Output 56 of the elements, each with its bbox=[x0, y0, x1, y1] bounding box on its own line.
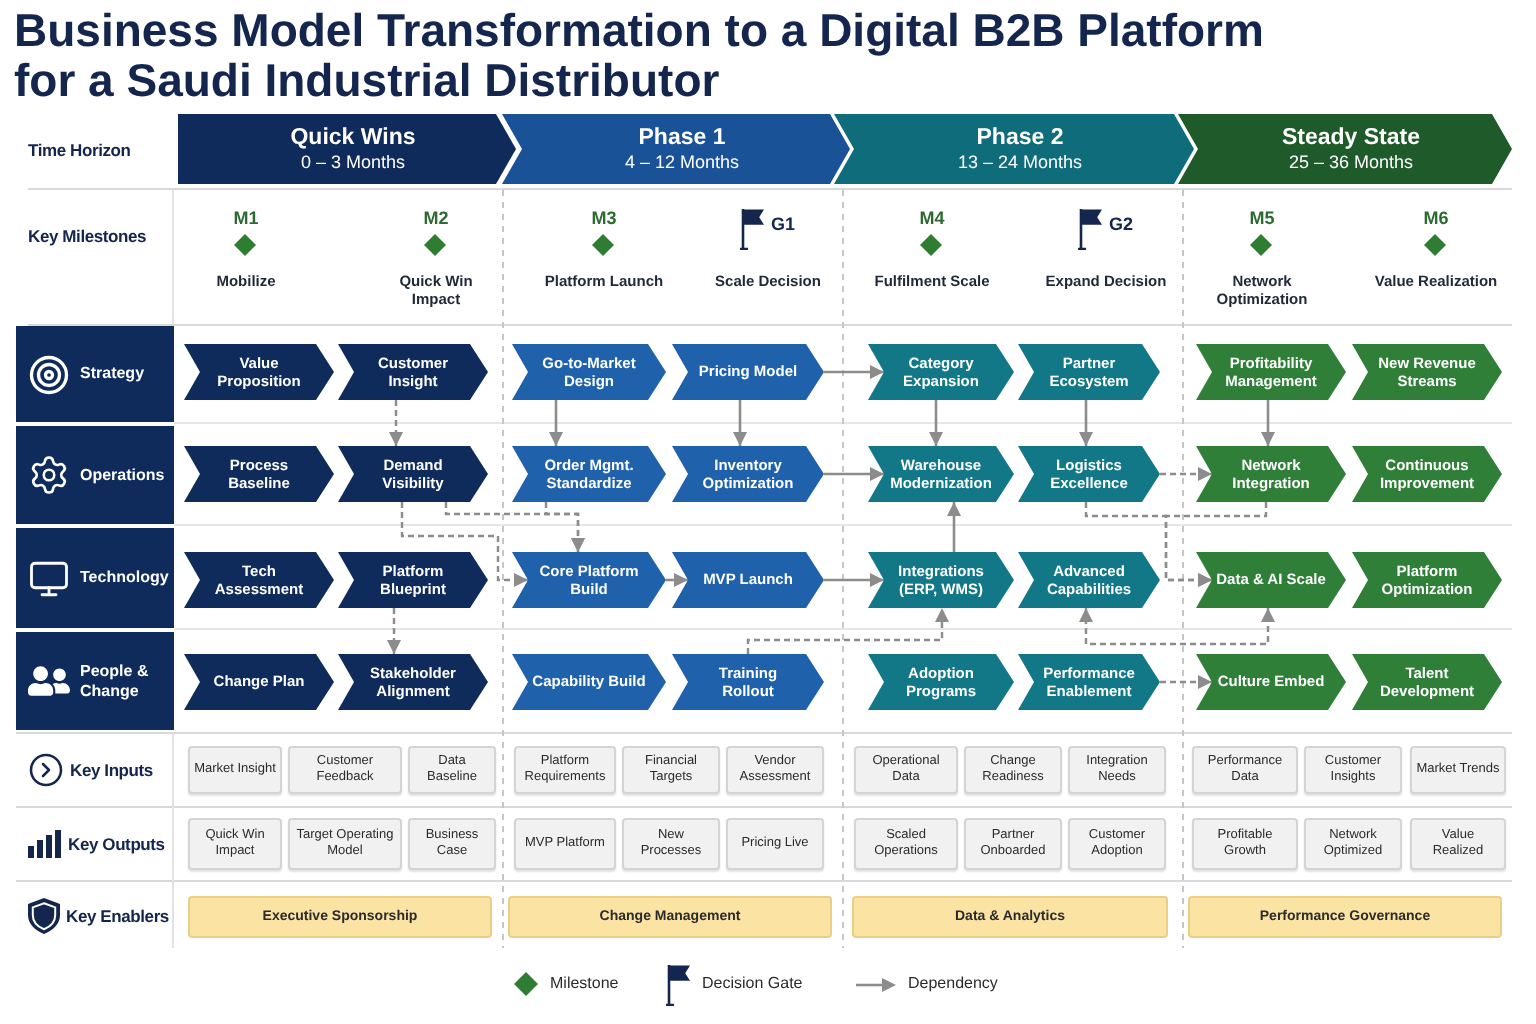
phase-banner bbox=[1178, 114, 1512, 184]
dependency-arrow bbox=[1261, 400, 1275, 446]
lane-title: Strategy bbox=[80, 364, 145, 384]
gate-code: G2 bbox=[1108, 214, 1133, 236]
phase-name: Phase 2 bbox=[976, 124, 1064, 152]
milestone-code: M5 bbox=[1249, 208, 1275, 230]
row-label: Key Enablers bbox=[66, 905, 169, 927]
dependency-arrow bbox=[824, 573, 884, 587]
phase-name: Quick Wins bbox=[290, 124, 416, 152]
phase-duration: 13 – 24 Months bbox=[957, 152, 1083, 174]
legend-label: Dependency bbox=[908, 974, 998, 994]
dependency-arrow bbox=[544, 502, 585, 552]
dependency-arrow bbox=[1079, 400, 1093, 446]
row-label: Key Inputs bbox=[70, 759, 153, 781]
dependency-arrow bbox=[733, 400, 747, 446]
dependency-arrow bbox=[746, 608, 949, 654]
dependency-arrow bbox=[824, 467, 884, 481]
lane-title: Operations bbox=[80, 465, 165, 485]
milestone-code: M3 bbox=[591, 208, 617, 230]
row-label: Time Horizon bbox=[28, 139, 131, 161]
phase-name: Steady State bbox=[1281, 124, 1421, 152]
lane-title: Technology bbox=[80, 568, 169, 588]
lane-header bbox=[16, 632, 174, 730]
row-label: Key Milestones bbox=[28, 225, 147, 247]
milestone-code: M4 bbox=[919, 208, 945, 230]
lane-title: People & Change bbox=[80, 661, 151, 701]
dependency-arrow bbox=[824, 365, 884, 379]
phase-banner bbox=[178, 114, 516, 184]
dependency-arrow bbox=[666, 573, 688, 587]
dependency-arrow bbox=[947, 502, 961, 552]
dependency-arrow bbox=[929, 400, 943, 446]
dependency-arrow bbox=[1160, 675, 1212, 689]
milestone-code: M1 bbox=[233, 208, 259, 230]
phase-banner bbox=[502, 114, 850, 184]
dependency-arrow bbox=[1160, 467, 1212, 481]
legend-label: Milestone bbox=[550, 974, 619, 994]
milestone-code: M2 bbox=[423, 208, 449, 230]
milestone-code: M6 bbox=[1423, 208, 1449, 230]
legend-label: Decision Gate bbox=[702, 974, 803, 994]
dependency-arrow bbox=[1079, 608, 1275, 646]
lane-header bbox=[16, 326, 174, 422]
phase-banner bbox=[834, 114, 1194, 184]
dependency-arrow bbox=[1164, 502, 1268, 587]
lane-header bbox=[16, 528, 174, 628]
phase-duration: 0 – 3 Months bbox=[300, 152, 406, 174]
dependency-arrow bbox=[549, 400, 563, 446]
phase-name: Phase 1 bbox=[638, 124, 726, 152]
lane-header bbox=[16, 426, 174, 524]
dependency-arrow bbox=[400, 502, 528, 587]
title: Business Model Transformation to a Digital B2B Platform for a Saudi Industrial Distributor bbox=[14, 6, 1266, 106]
dependency-arrow bbox=[389, 400, 403, 446]
dependency-arrow bbox=[387, 608, 401, 654]
row-label: Key Outputs bbox=[68, 833, 165, 855]
phase-duration: 25 – 36 Months bbox=[1288, 152, 1414, 174]
gate-code: G1 bbox=[770, 214, 795, 236]
phase-duration: 4 – 12 Months bbox=[624, 152, 740, 174]
